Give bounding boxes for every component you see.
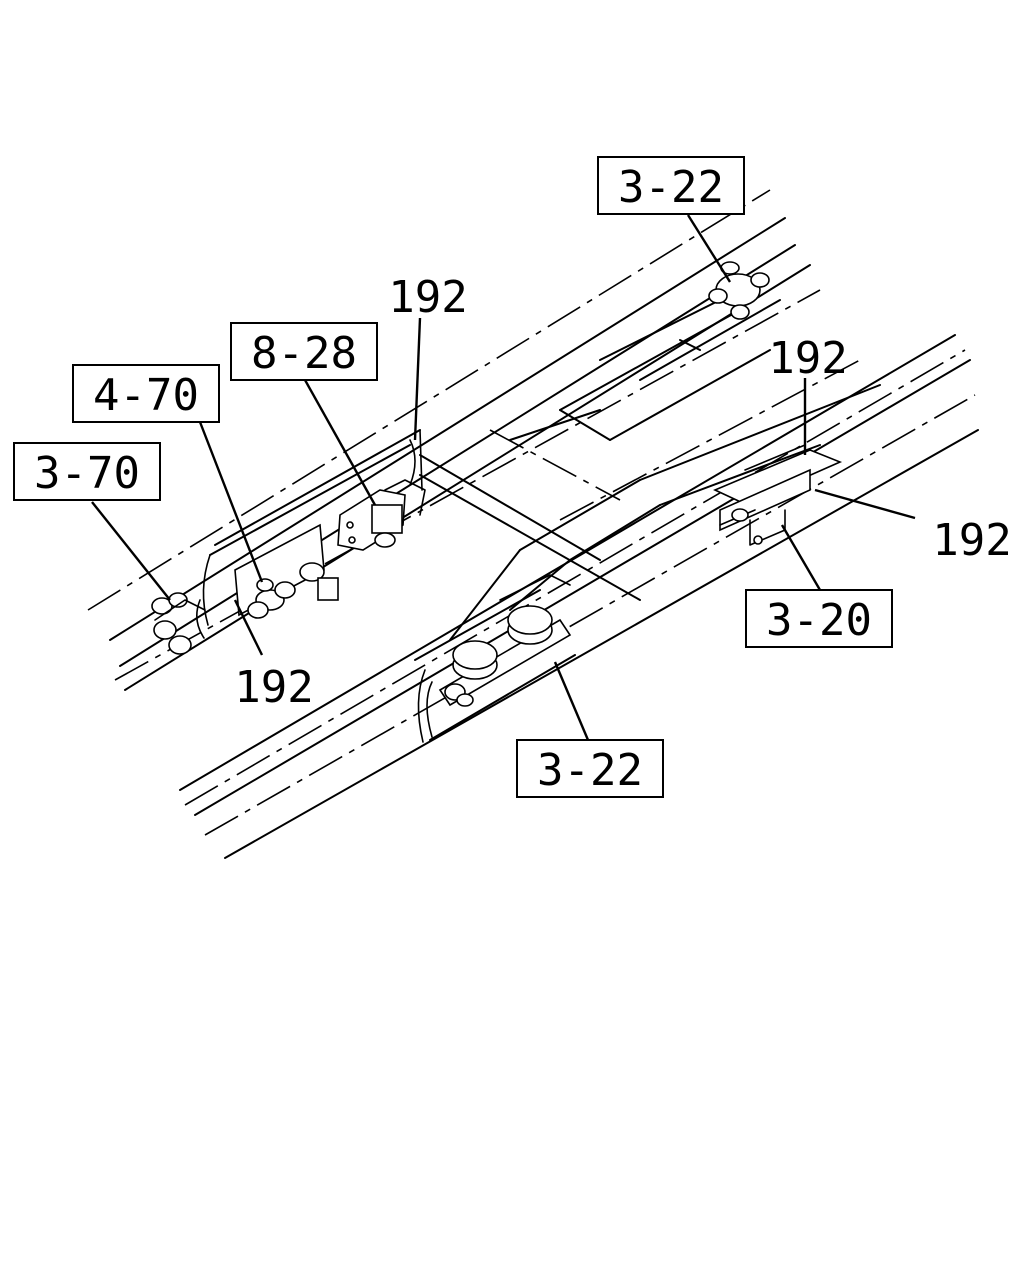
callout-3-20: 3-20	[745, 589, 893, 648]
brake-chamber-assembly	[438, 574, 572, 707]
left-side-rail	[87, 189, 821, 691]
callout-3-70: 3-70	[13, 442, 161, 501]
callout-label: 4-70	[93, 370, 199, 421]
cross-members	[419, 279, 881, 641]
callout-192-right-lower: 192	[932, 515, 1011, 566]
callout-192-right-upper: 192	[768, 333, 847, 384]
right-side-rail	[179, 334, 979, 859]
callout-label: 8-28	[251, 328, 357, 379]
right-bracket-plate	[713, 444, 843, 546]
callout-192-left-lower: 192	[234, 662, 313, 713]
leader-lines	[91, 214, 916, 741]
callout-label: 3-22	[618, 162, 724, 213]
relay-bracket-assembly	[337, 479, 426, 551]
valve-assembly-top-right	[708, 261, 770, 320]
callout-4-70: 4-70	[72, 364, 220, 423]
callout-label: 3-20	[766, 595, 872, 646]
callout-label: 3-22	[537, 745, 643, 796]
callout-3-22-top: 3-22	[597, 156, 745, 215]
callout-192-top: 192	[388, 272, 467, 323]
right-rail-joint	[414, 589, 576, 743]
callout-3-22-bottom: 3-22	[516, 739, 664, 798]
valve-cluster-left-end	[151, 592, 206, 655]
callout-label: 3-70	[34, 448, 140, 499]
callout-8-28: 8-28	[230, 322, 378, 381]
